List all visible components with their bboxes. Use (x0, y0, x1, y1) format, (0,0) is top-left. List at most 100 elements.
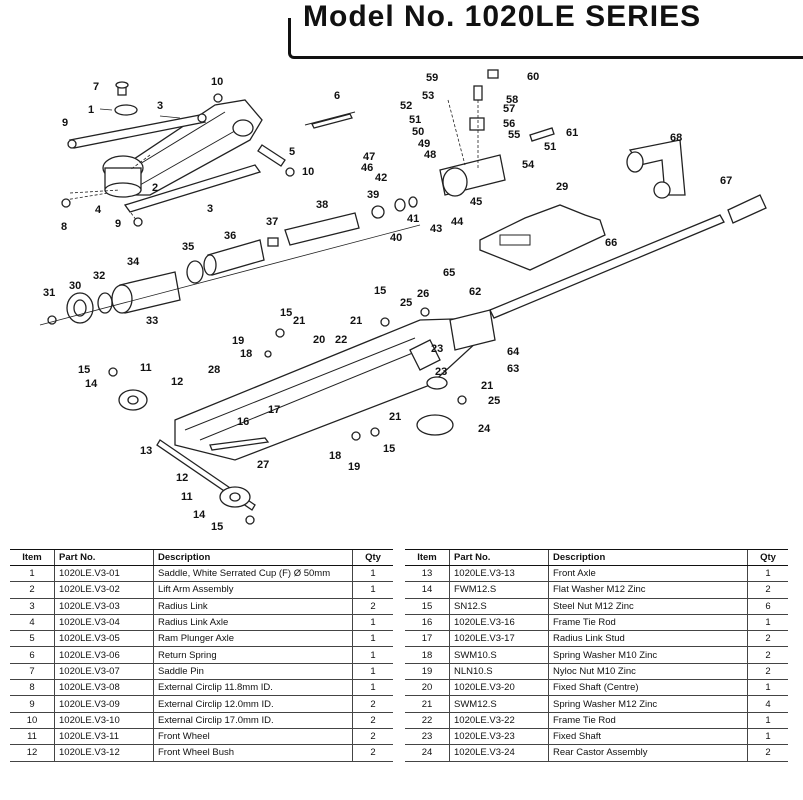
callout-14b: 14 (193, 509, 206, 521)
return-spring (304, 111, 356, 129)
cell-description: Nyloc Nut M10 Zinc (548, 663, 748, 681)
callout-49: 49 (418, 138, 430, 150)
cell-description: External Circlip 11.8mm ID. (153, 679, 353, 697)
callout-38: 38 (316, 199, 328, 211)
header-part-no: Part No. (449, 549, 549, 566)
lift-arm-assembly (102, 99, 263, 198)
callout-66: 66 (605, 237, 617, 249)
callout-60: 60 (527, 71, 539, 83)
cell-qty: 1 (747, 728, 788, 746)
cell-part-no: 1020LE.V3-01 (54, 565, 154, 583)
cell-qty: 2 (747, 744, 788, 762)
cell-item: 9 (10, 695, 55, 713)
callout-55: 55 (508, 129, 520, 141)
callout-28: 28 (208, 364, 220, 376)
header-item: Item (405, 549, 450, 566)
callout-8: 8 (61, 221, 67, 233)
callout-17: 17 (268, 404, 280, 416)
front-axle-assembly (118, 389, 270, 511)
callout-47: 47 (363, 151, 375, 163)
callout-33: 33 (146, 315, 158, 327)
cell-item: 12 (10, 744, 55, 762)
callout-37: 37 (266, 216, 278, 228)
cell-description: Ram Plunger Axle (153, 630, 353, 648)
cell-description: Saddle, White Serrated Cup (F) Ø 50mm (153, 565, 353, 583)
cell-qty: 1 (747, 614, 788, 632)
callout-32: 32 (93, 270, 105, 282)
callout-7: 7 (93, 81, 99, 93)
toe-plate (479, 204, 606, 271)
cell-item: 20 (405, 679, 450, 697)
callout-65: 65 (443, 267, 455, 279)
callout-10b: 10 (302, 166, 314, 178)
cell-qty: 1 (352, 565, 393, 583)
cell-qty: 1 (352, 646, 393, 664)
callout-19b: 19 (348, 461, 360, 473)
cell-description: Radius Link Stud (548, 630, 748, 648)
cell-qty: 1 (352, 663, 393, 681)
cell-part-no: 1020LE.V3-23 (449, 728, 549, 746)
frame (174, 309, 496, 461)
cell-part-no: 1020LE.V3-08 (54, 679, 154, 697)
callout-34: 34 (127, 256, 140, 268)
callout-51b: 51 (544, 141, 556, 153)
callout-35: 35 (182, 241, 194, 253)
cell-item: 10 (10, 712, 55, 729)
callout-21d: 21 (389, 411, 401, 423)
cell-qty: 2 (747, 663, 788, 681)
cell-part-no: 1020LE.V3-06 (54, 646, 154, 664)
cell-item: 19 (405, 663, 450, 681)
cell-part-no: 1020LE.V3-02 (54, 581, 154, 599)
callout-25b: 25 (488, 395, 500, 407)
cell-part-no: 1020LE.V3-24 (449, 744, 549, 762)
callout-14a: 14 (85, 378, 98, 390)
cell-part-no: 1020LE.V3-10 (54, 712, 154, 729)
cell-description: External Circlip 17.0mm ID. (153, 712, 353, 729)
table-header-row: Item Part No. Description Qty (10, 549, 393, 566)
callout-24: 24 (478, 423, 491, 435)
cell-part-no: SN12.S (449, 598, 549, 615)
cell-description: Frame Tie Rod (548, 712, 748, 729)
callout-63: 63 (507, 363, 519, 375)
callout-10a: 10 (211, 76, 223, 88)
callout-68: 68 (670, 132, 682, 144)
cell-qty: 2 (747, 630, 788, 648)
callout-31: 31 (43, 287, 55, 299)
callout-67: 67 (720, 175, 732, 187)
callout-27: 27 (257, 459, 269, 471)
callout-20: 20 (313, 334, 325, 346)
cell-item: 13 (405, 565, 450, 583)
cell-part-no: 1020LE.V3-13 (449, 565, 549, 583)
callout-2: 2 (152, 182, 158, 194)
exploded-parts-diagram: 1 2 3 3 4 5 6 7 8 9 9 10 10 11 11 12 12 … (39, 69, 767, 533)
cell-item: 21 (405, 695, 450, 713)
cell-description: Flat Washer M12 Zinc (548, 581, 748, 599)
callout-26: 26 (417, 288, 429, 300)
callout-62: 62 (469, 286, 481, 298)
callout-11b: 11 (181, 491, 193, 503)
cell-qty: 1 (352, 679, 393, 697)
callout-58: 58 (506, 94, 518, 106)
cell-description: Front Wheel Bush (153, 744, 353, 762)
callout-43: 43 (430, 223, 442, 235)
cell-part-no: 1020LE.V3-16 (449, 614, 549, 632)
callout-36: 36 (224, 230, 236, 242)
cell-description: Radius Link (153, 598, 353, 615)
callout-21c: 21 (481, 380, 493, 392)
header-qty: Qty (352, 549, 393, 566)
callout-12b: 12 (176, 472, 188, 484)
callout-18a: 18 (240, 348, 252, 360)
title-box: Model No. 1020LE SERIES (288, 0, 803, 59)
